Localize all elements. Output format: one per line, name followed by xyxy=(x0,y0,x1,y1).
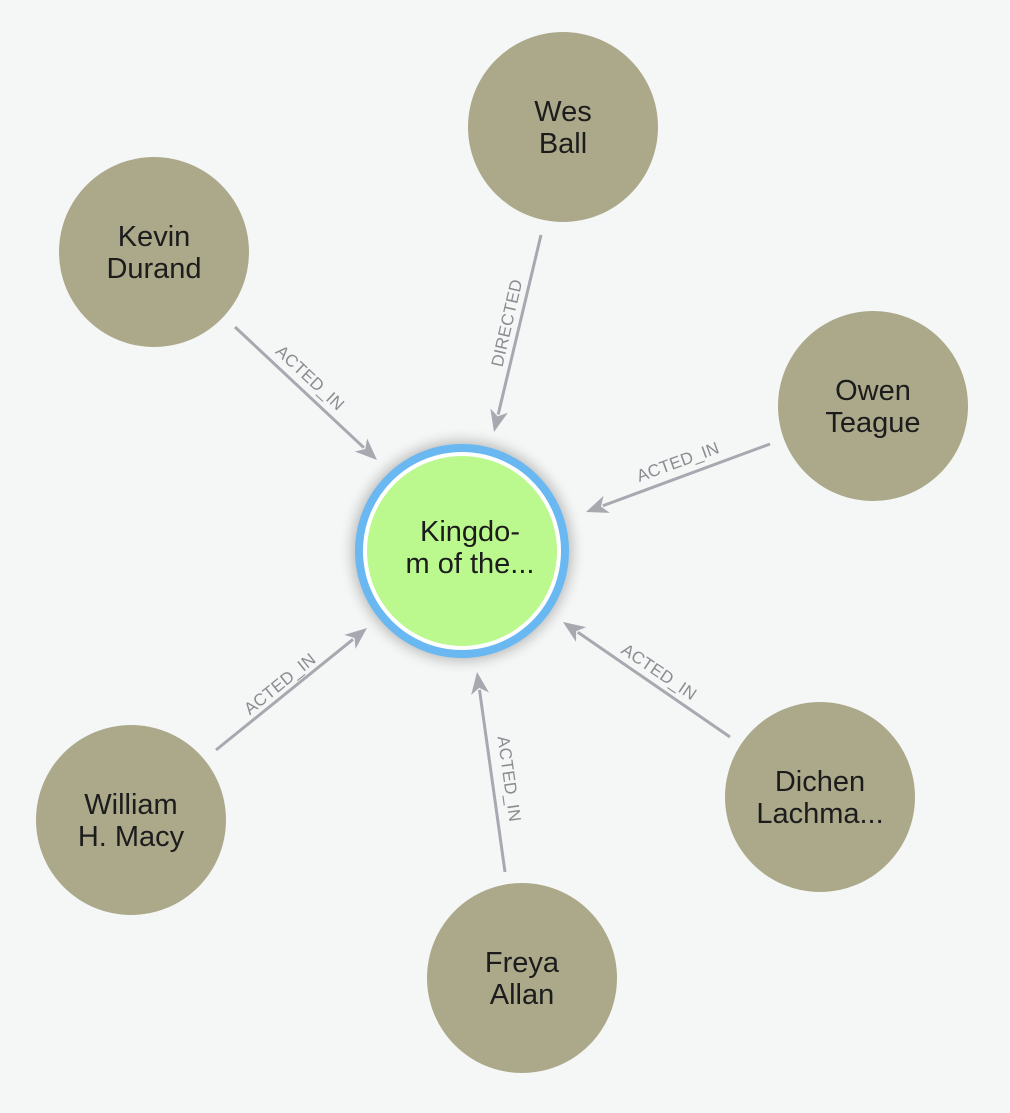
person-node-dichen[interactable]: DichenLachma... xyxy=(725,702,915,892)
person-node-label-line: Freya xyxy=(485,947,560,979)
person-node-label-line: Dichen xyxy=(775,766,865,798)
person-node-label-line: H. Macy xyxy=(78,821,185,853)
relationship-wes[interactable]: DIRECTED xyxy=(488,234,543,432)
person-node-circle[interactable] xyxy=(427,883,617,1073)
relationship-label: ACTED_IN xyxy=(240,649,319,718)
person-node-label-line: Teague xyxy=(825,407,920,439)
relationship-label: ACTED_IN xyxy=(494,735,525,823)
arrowhead-icon xyxy=(344,628,367,649)
edge-line[interactable] xyxy=(233,325,365,449)
edge-line[interactable] xyxy=(478,689,507,873)
arrowhead-icon xyxy=(563,622,587,642)
arrowhead-icon xyxy=(354,438,377,460)
person-node-circle[interactable] xyxy=(59,157,249,347)
edge-line[interactable] xyxy=(602,442,771,508)
person-node-circle[interactable] xyxy=(778,311,968,501)
person-node-label-line: Owen xyxy=(835,375,911,407)
relationship-label: ACTED_IN xyxy=(618,640,700,704)
person-node-circle[interactable] xyxy=(468,32,658,222)
relationship-kevin[interactable]: ACTED_IN xyxy=(233,325,377,460)
arrowhead-icon xyxy=(490,408,508,432)
edge-line[interactable] xyxy=(576,630,731,739)
relationship-freya[interactable]: ACTED_IN xyxy=(471,672,525,873)
arrowhead-icon xyxy=(471,672,489,696)
person-node-label-line: Ball xyxy=(539,128,587,160)
movie-node-label-line: m of the... xyxy=(406,548,535,580)
relationship-label: ACTED_IN xyxy=(272,342,348,415)
edge-line[interactable] xyxy=(496,234,543,415)
person-node-label-line: Kevin xyxy=(118,221,191,253)
person-node-label-line: Wes xyxy=(534,96,591,128)
person-node-label-line: Durand xyxy=(106,253,201,285)
relationship-owen[interactable]: ACTED_IN xyxy=(586,438,771,513)
arrowhead-icon xyxy=(586,495,610,513)
relationship-william[interactable]: ACTED_IN xyxy=(215,628,367,752)
movie-node-label-line: Kingdo- xyxy=(420,516,520,548)
movie-node-selected[interactable]: Kingdo-m of the... xyxy=(353,442,571,660)
person-node-label-line: William xyxy=(84,789,177,821)
person-node-circle[interactable] xyxy=(725,702,915,892)
edge-line[interactable] xyxy=(215,638,354,752)
person-node-circle[interactable] xyxy=(36,725,226,915)
relationship-dichen[interactable]: ACTED_IN xyxy=(563,622,731,739)
person-node-label-line: Lachma... xyxy=(756,798,883,830)
person-node-label-line: Allan xyxy=(490,979,555,1011)
movie-node-circle[interactable] xyxy=(367,456,557,646)
